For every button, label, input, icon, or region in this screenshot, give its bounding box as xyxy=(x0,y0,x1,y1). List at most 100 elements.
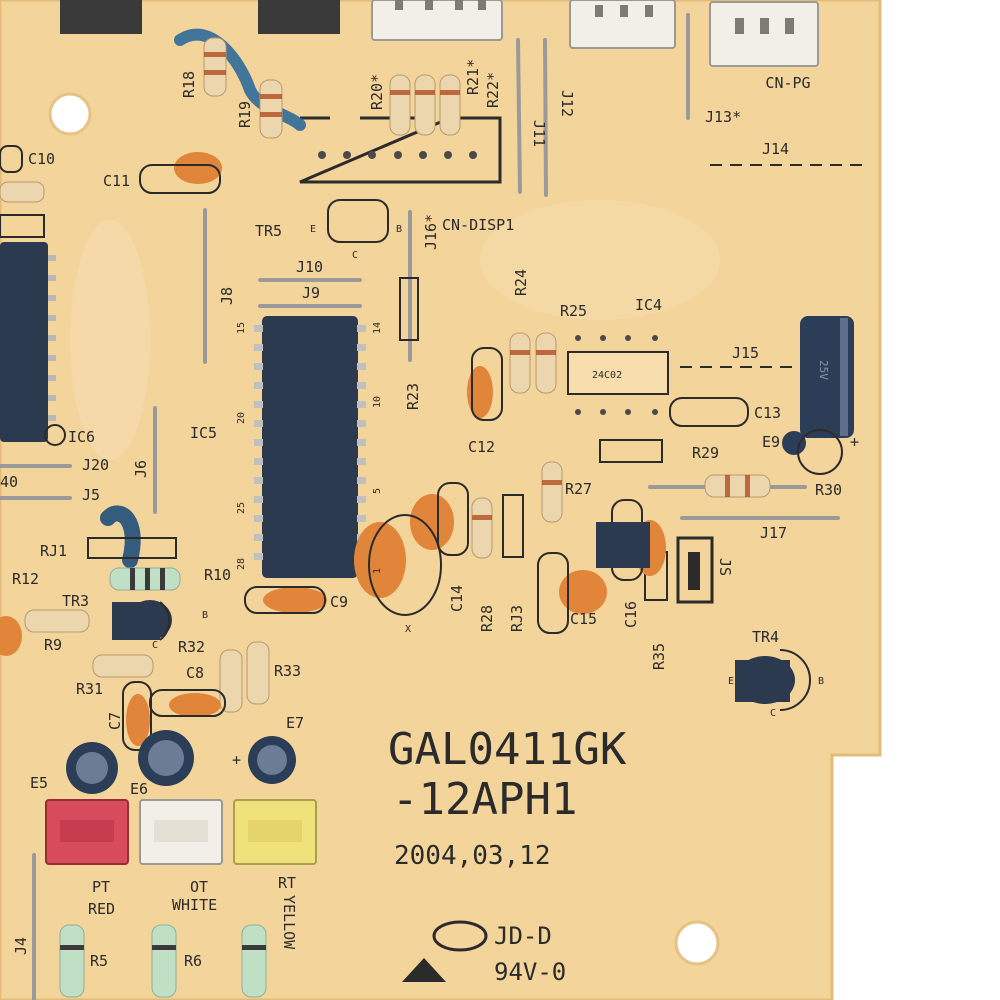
r25-label: R25 xyxy=(560,302,587,320)
r31-label: R31 xyxy=(76,680,103,698)
c11-label: C11 xyxy=(103,172,130,190)
ic6-label: IC6 xyxy=(68,428,95,446)
j11-label: J11 xyxy=(530,120,548,147)
ic6-chip xyxy=(0,242,48,442)
r28-label: R28 xyxy=(478,605,496,632)
r29-label: R29 xyxy=(692,444,719,462)
ic4-label: IC4 xyxy=(635,296,662,314)
tr5-pin-b: B xyxy=(396,224,402,235)
tr4-pin-b: B xyxy=(818,676,824,687)
top-connector xyxy=(60,0,142,34)
pt-label: PT xyxy=(92,878,110,896)
j8-label: J8 xyxy=(218,287,236,305)
label-40: 40 xyxy=(0,473,18,491)
tr3-label: TR3 xyxy=(62,592,89,610)
r10-label: R10 xyxy=(204,566,231,584)
tr5-label: TR5 xyxy=(255,222,282,240)
top-connector xyxy=(258,0,340,34)
mounting-hole xyxy=(674,920,720,966)
top-white-connector xyxy=(371,0,503,41)
cn-disp1-label: CN-DISP1 xyxy=(442,216,514,234)
r12-label: R12 xyxy=(12,570,39,588)
jumper-wires xyxy=(0,13,840,1000)
ul-mark-icon xyxy=(402,958,446,982)
e5-label: E5 xyxy=(30,774,48,792)
j13-label: J13* xyxy=(705,108,741,126)
r22-label: R22* xyxy=(484,72,502,108)
c12-label: C12 xyxy=(468,438,495,456)
r19-label: R19 xyxy=(236,101,254,128)
c15-label: C15 xyxy=(570,610,597,628)
e9-voltage-print: 25V xyxy=(817,360,830,380)
j20-label: J20 xyxy=(82,456,109,474)
c7-label: C7 xyxy=(106,712,124,730)
c8-label: C8 xyxy=(186,664,204,682)
j6-label: J6 xyxy=(132,460,150,478)
e9-plus: + xyxy=(850,433,859,451)
cert-code: JD-D xyxy=(494,922,552,950)
e7-plus: + xyxy=(232,751,241,769)
ic5-chip xyxy=(262,316,358,578)
c10-label: C10 xyxy=(28,150,55,168)
r27-label: R27 xyxy=(565,480,592,498)
c14-label: C14 xyxy=(448,585,466,612)
j17-label: J17 xyxy=(760,524,787,542)
r5-label: R5 xyxy=(90,952,108,970)
yellow-label: YELLOW xyxy=(280,895,298,950)
white-label: WHITE xyxy=(172,896,217,914)
ic5-pin15: 15 xyxy=(236,322,247,334)
c9-label: C9 xyxy=(330,593,348,611)
r21-label: R21* xyxy=(464,59,482,95)
ic4-chip xyxy=(567,351,669,395)
j9-label: J9 xyxy=(302,284,320,302)
cn-pg-label: CN-PG xyxy=(765,74,810,92)
r24-label: R24 xyxy=(512,269,530,296)
r35-label: R35 xyxy=(650,643,668,670)
j5-label: J5 xyxy=(82,486,100,504)
j16-label: J16* xyxy=(422,214,440,250)
mounting-hole xyxy=(48,92,92,136)
ic5-pin1: 1 xyxy=(372,568,383,574)
tr3-pin-c: C xyxy=(152,640,158,651)
r30-label: R30 xyxy=(815,481,842,499)
r18-label: R18 xyxy=(180,71,198,98)
j15-label: J15 xyxy=(732,344,759,362)
c13-label: C13 xyxy=(754,404,781,422)
ic5-pin20: 20 xyxy=(236,412,247,424)
r32-label: R32 xyxy=(178,638,205,656)
j12-label: J12 xyxy=(558,90,576,117)
js-label: JS xyxy=(716,558,734,576)
r33-label: R33 xyxy=(274,662,301,680)
tr5-pin-e: E xyxy=(310,224,316,235)
j10-label: J10 xyxy=(296,258,323,276)
flammability-rating: 94V-0 xyxy=(494,958,566,986)
board-date: 2004,03,12 xyxy=(394,841,551,871)
ic5-pin28: 28 xyxy=(236,558,247,570)
c16-label: C16 xyxy=(622,601,640,628)
tr4-label: TR4 xyxy=(752,628,779,646)
ceramic-capacitors xyxy=(0,152,666,746)
r23-label: R23 xyxy=(404,383,422,410)
board-model-line1: GAL0411GK xyxy=(388,724,627,775)
e6-label: E6 xyxy=(130,780,148,798)
ic4-part-number: 24C02 xyxy=(592,370,622,381)
ic5-pin14: 14 xyxy=(372,322,383,334)
tr4-pin-e: E xyxy=(728,676,734,687)
transistors xyxy=(112,522,795,704)
j14-label: J14 xyxy=(762,140,789,158)
r20-label: R20* xyxy=(368,74,386,110)
rt-label: RT xyxy=(278,874,296,892)
ic5-label: IC5 xyxy=(190,424,217,442)
red-label: RED xyxy=(88,900,115,918)
rj1-label: RJ1 xyxy=(40,542,67,560)
tr3-pin-b: B xyxy=(202,610,208,621)
e9-label: E9 xyxy=(762,433,780,451)
e7-label: E7 xyxy=(286,714,304,732)
cert-logo-icon xyxy=(432,920,488,952)
ic5-pin25: 25 xyxy=(236,502,247,514)
tr4-pin-c: C xyxy=(770,708,776,719)
j4-label: J4 xyxy=(12,937,30,955)
ic5-pin5: 5 xyxy=(372,488,383,494)
